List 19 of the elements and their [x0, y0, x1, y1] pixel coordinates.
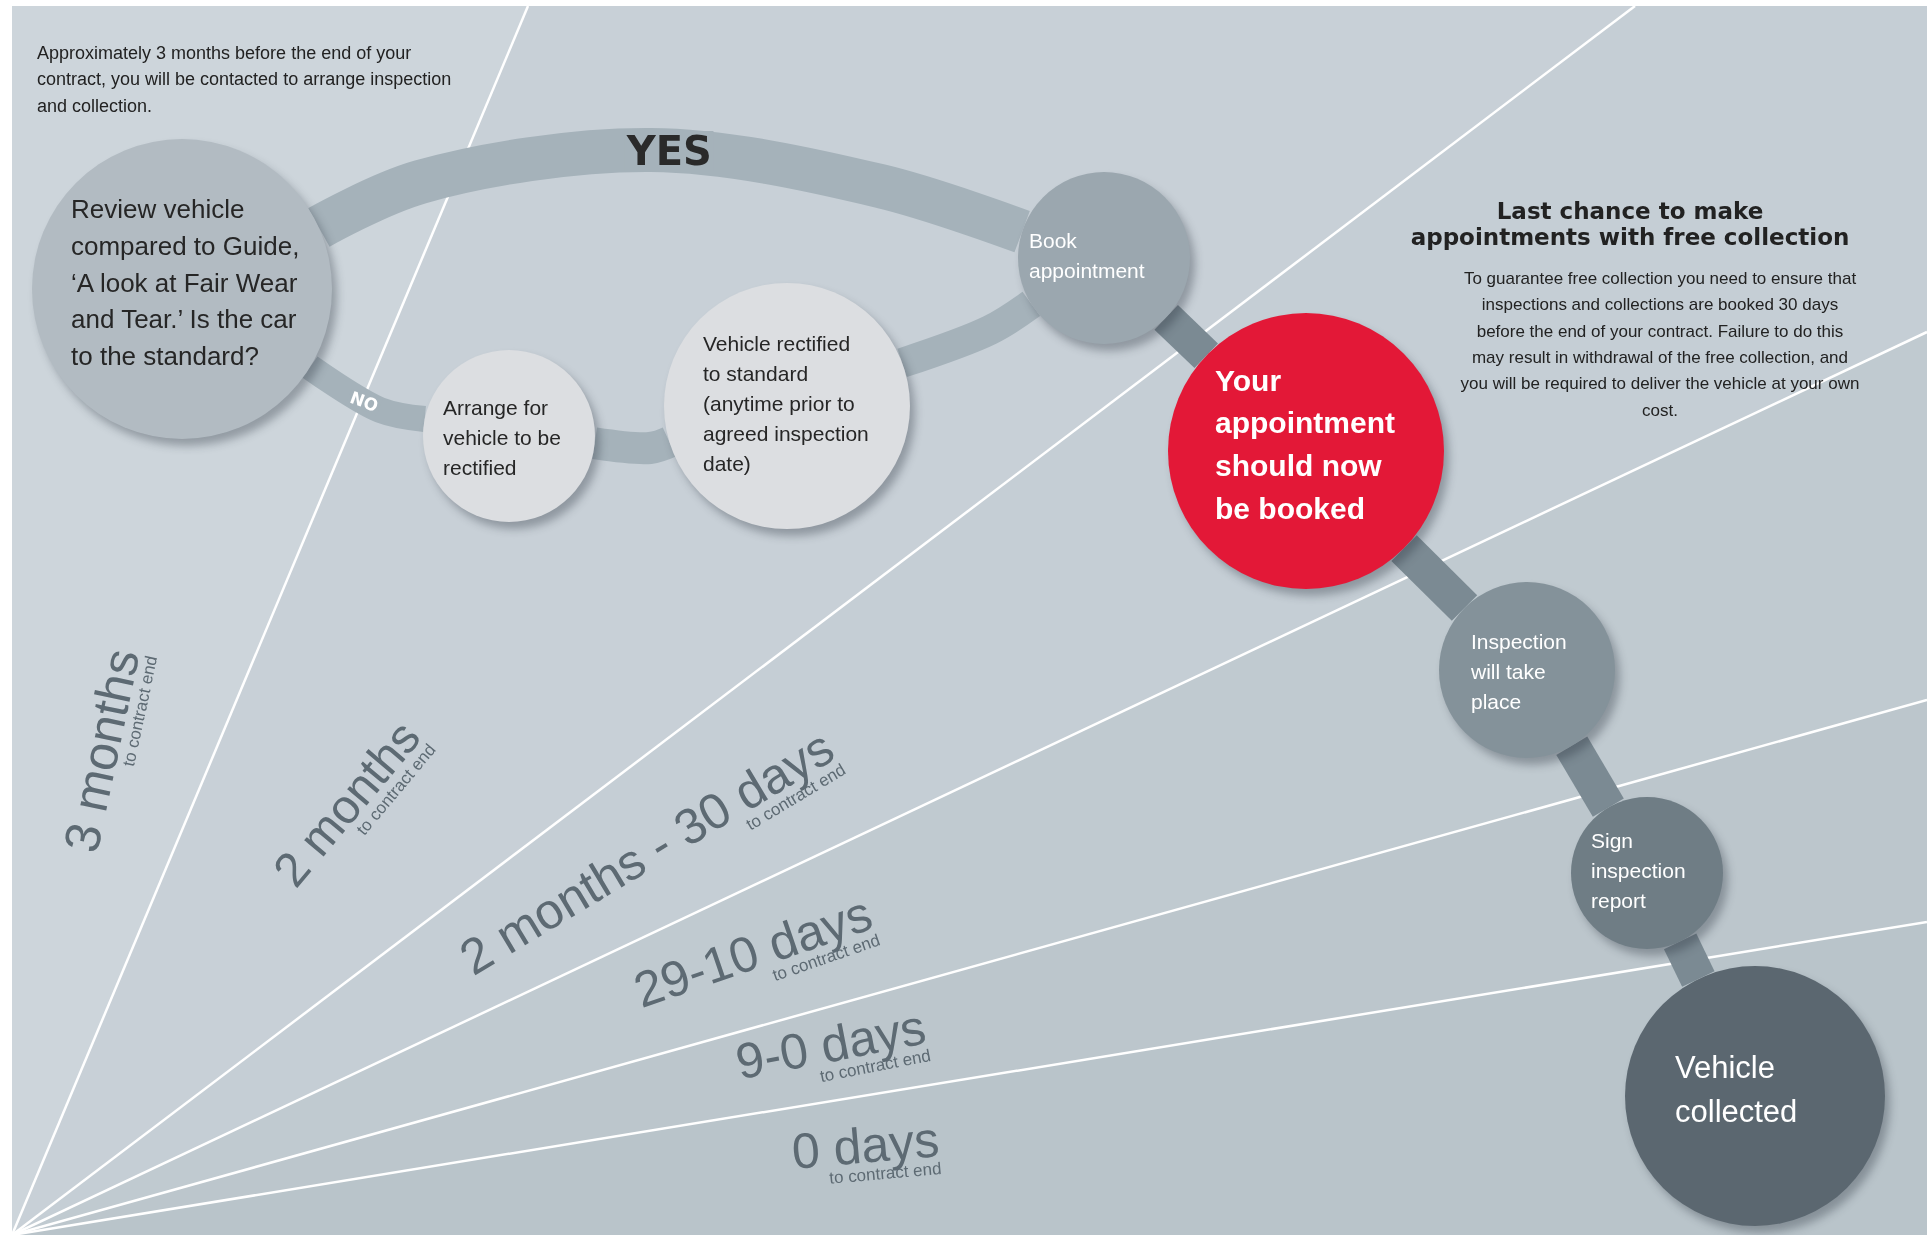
section-heading: Last chance to make appointments with free collection [1409, 198, 1851, 251]
step-text: Vehicle rectified to standard (anytime prior to agreed inspection date) [703, 331, 870, 477]
intro-note: Approximately 3 months before the end of your contract, you will be contacted to arrange inspection and collection. [37, 42, 453, 118]
connector-band [1391, 535, 1478, 621]
step-text: Vehicle collected [1675, 1049, 1799, 1131]
connector-band [592, 427, 676, 465]
step-text: Book appointment [1029, 228, 1146, 284]
connector-band [302, 356, 427, 432]
connector-band [308, 128, 1030, 253]
step-text: Review vehicle compared to Guide, ‘A look at Fair Wear and Tear.’ Is the car to the standard? [71, 192, 301, 374]
connector-band [1556, 736, 1624, 817]
connector-band [1154, 305, 1218, 368]
connector-band [1663, 933, 1715, 987]
step-text: Sign inspection report [1591, 828, 1687, 914]
step-text: Your appointment should now be booked [1215, 362, 1396, 527]
connector-band [897, 291, 1040, 378]
step-text: Inspection will take place [1471, 629, 1568, 715]
step-text: Arrange for vehicle to be rectified [443, 395, 562, 481]
warning-note: To guarantee free collection you need to ensure that inspections and collections are booked 30 days before the end of your contract. Failure to do this may result in withdrawal of the free collection, and you will be required to deliver the vehicle at your own cost. [1460, 268, 1860, 422]
